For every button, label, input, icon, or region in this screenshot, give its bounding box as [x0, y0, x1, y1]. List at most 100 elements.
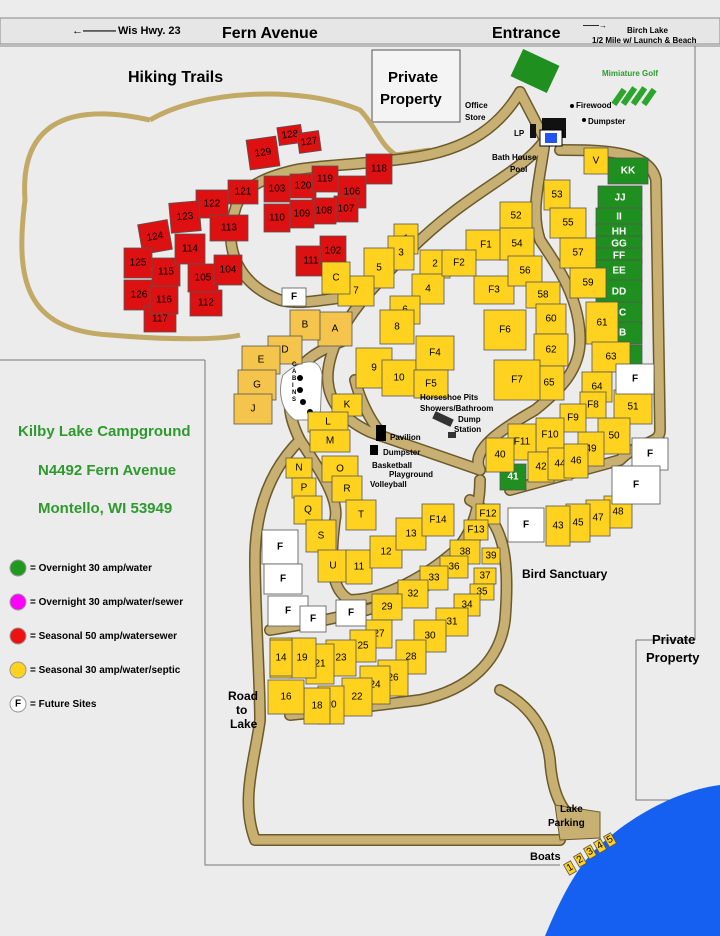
campsite-129[interactable]: 129: [245, 135, 281, 171]
campsite-39[interactable]: 39: [481, 547, 501, 565]
campsite-55[interactable]: 55: [549, 207, 587, 239]
boat-slip-4[interactable]: 4: [592, 838, 608, 854]
campsite-124[interactable]: 124: [137, 219, 173, 255]
campsite-127[interactable]: 127: [296, 130, 322, 154]
campsite-11[interactable]: 11: [345, 549, 373, 585]
campsite-53[interactable]: 53: [543, 179, 571, 211]
campsite-105[interactable]: 105: [187, 263, 219, 293]
campsite-JJ[interactable]: JJ: [597, 185, 643, 211]
campsite-108[interactable]: 108: [311, 197, 337, 225]
campsite-B[interactable]: B: [289, 309, 321, 341]
campsite-J[interactable]: J: [233, 393, 273, 425]
campsite-107[interactable]: 107: [333, 195, 359, 223]
campsite-19[interactable]: 19: [287, 637, 317, 679]
campsite-F[interactable]: F: [615, 363, 655, 395]
campsite-123[interactable]: 123: [168, 200, 202, 234]
campsite-57[interactable]: 57: [559, 237, 597, 269]
campsite-59[interactable]: 59: [569, 267, 607, 299]
campsite-F3[interactable]: F3: [473, 275, 515, 305]
campsite-A[interactable]: A: [317, 311, 353, 347]
campsite-II[interactable]: II: [595, 207, 643, 227]
campsite-L[interactable]: L: [307, 411, 349, 433]
campsite-122[interactable]: 122: [195, 189, 229, 219]
campsite-22[interactable]: 22: [341, 677, 373, 717]
campsite-R[interactable]: R: [331, 475, 363, 503]
campsite-F7[interactable]: F7: [493, 359, 541, 401]
campsite-37[interactable]: 37: [473, 567, 497, 585]
campsite-29[interactable]: 29: [371, 593, 403, 621]
campsite-114[interactable]: 114: [174, 233, 206, 265]
campsite-110[interactable]: 110: [263, 203, 291, 233]
campsite-U[interactable]: U: [317, 549, 349, 583]
campsite-103[interactable]: 103: [263, 175, 291, 203]
campsite-F[interactable]: F: [507, 507, 545, 543]
boat-slip-2[interactable]: 2: [572, 852, 588, 868]
campsite-14[interactable]: 14: [269, 639, 293, 677]
campsite-18[interactable]: 18: [303, 687, 331, 725]
campsite-label: 103: [269, 184, 286, 195]
campsite-F14[interactable]: F14: [421, 503, 455, 537]
campsite-V[interactable]: V: [583, 147, 609, 175]
campsite-T[interactable]: T: [345, 499, 377, 531]
campsite-113[interactable]: 113: [209, 214, 249, 242]
campsite-56[interactable]: 56: [507, 255, 543, 287]
campsite-label: D: [281, 345, 288, 356]
campsite-Q[interactable]: Q: [293, 495, 323, 525]
campsite-plot: [213, 254, 243, 286]
campsite-label: 65: [543, 378, 555, 389]
campsite-F5[interactable]: F5: [413, 369, 449, 399]
campsite-plot: [535, 417, 565, 453]
campsite-label: 50: [608, 431, 620, 442]
campsite-54[interactable]: 54: [499, 227, 535, 261]
campsite-E[interactable]: E: [241, 345, 281, 375]
campsite-125[interactable]: 125: [123, 247, 153, 279]
campsite-M[interactable]: M: [309, 429, 351, 453]
campsite-16[interactable]: 16: [267, 679, 305, 715]
campsite-F[interactable]: F: [281, 287, 307, 307]
campsite-109[interactable]: 109: [289, 199, 315, 229]
campsite-label: 60: [545, 314, 557, 325]
campsite-P[interactable]: P: [291, 477, 317, 499]
campsite-119[interactable]: 119: [311, 165, 339, 193]
campsite-F[interactable]: F: [299, 605, 327, 633]
campsite-F13[interactable]: F13: [463, 519, 489, 541]
campsite-F10[interactable]: F10: [535, 417, 565, 453]
campsite-102[interactable]: 102: [319, 235, 347, 267]
boat-slip-1[interactable]: 1: [562, 860, 578, 876]
campsite-plot: [261, 529, 299, 565]
campsite-60[interactable]: 60: [535, 303, 567, 335]
campsite-128[interactable]: 128: [276, 123, 304, 147]
campsite-13[interactable]: 13: [395, 517, 427, 551]
campsite-10[interactable]: 10: [381, 359, 417, 397]
miniature-golf-area[interactable]: [611, 86, 657, 107]
campsite-F2[interactable]: F2: [441, 249, 477, 277]
boat-slip-5[interactable]: 5: [602, 832, 618, 848]
campsite-43[interactable]: 43: [545, 505, 571, 547]
campsite-8[interactable]: 8: [379, 309, 415, 345]
campsite-F[interactable]: F: [611, 465, 661, 505]
campsite-F[interactable]: F: [263, 563, 303, 595]
campsite-126[interactable]: 126: [123, 279, 155, 311]
campsite-40[interactable]: 40: [485, 437, 515, 473]
campsite-118[interactable]: 118: [365, 153, 393, 185]
campsite-C[interactable]: C: [321, 261, 351, 295]
campsite-F6[interactable]: F6: [483, 309, 527, 351]
campsite-46[interactable]: 46: [563, 443, 589, 479]
campsite-61[interactable]: 61: [585, 301, 619, 345]
campsite-116[interactable]: 116: [149, 285, 179, 315]
campsite-F[interactable]: F: [335, 599, 367, 627]
campsite-plot: [562, 860, 578, 876]
campsite-label: 38: [459, 547, 471, 558]
campsite-112[interactable]: 112: [189, 289, 223, 317]
boat-slip-3[interactable]: 3: [582, 844, 598, 860]
campsite-N[interactable]: N: [285, 457, 313, 479]
campsite-S[interactable]: S: [305, 519, 337, 553]
campsite-121[interactable]: 121: [227, 179, 259, 205]
campsite-F[interactable]: F: [631, 437, 669, 471]
campsite-52[interactable]: 52: [499, 201, 533, 231]
campsite-F[interactable]: F: [261, 529, 299, 565]
campsite-KK[interactable]: KK: [607, 157, 649, 185]
campsite-104[interactable]: 104: [213, 254, 243, 286]
campsite-32[interactable]: 32: [397, 579, 429, 609]
campsite-F4[interactable]: F4: [415, 335, 455, 371]
